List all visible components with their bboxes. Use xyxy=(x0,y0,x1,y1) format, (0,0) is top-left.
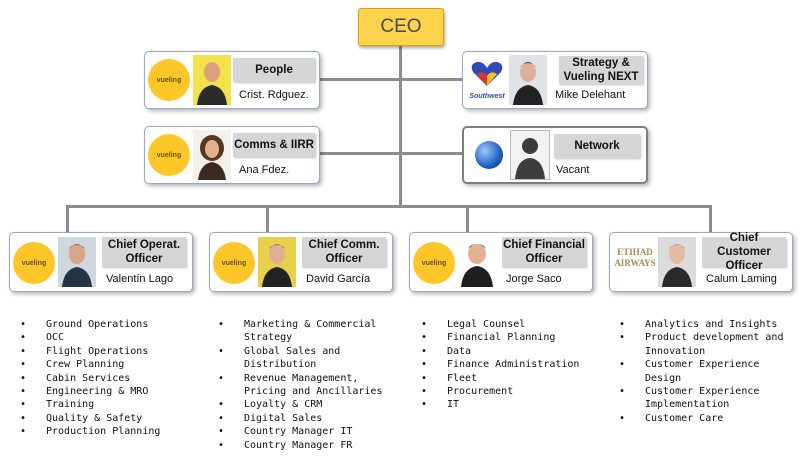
vueling-logo: vueling xyxy=(148,134,190,176)
responsibility-item: Training xyxy=(20,398,190,412)
card-cxo: ETIHAD AIRWAYS Chief Customer Officer Ca… xyxy=(609,232,793,292)
connector-ceo-vertical xyxy=(399,44,402,207)
card-title: Comms & IIRR xyxy=(233,133,315,157)
connector-strategy xyxy=(401,78,462,81)
card-title: Chief Operat. Officer xyxy=(102,237,186,267)
coo-responsibilities: Ground OperationsOCCFlight OperationsCre… xyxy=(20,318,190,439)
person-name: Calum Laming xyxy=(706,273,777,285)
responsibility-item: Product development and Innovation xyxy=(619,331,797,358)
card-cco: vueling Chief Comm. Officer David García xyxy=(209,232,393,292)
card-network: Network Vacant xyxy=(462,126,648,184)
card-coo: vueling Chief Operat. Officer Valentín L… xyxy=(9,232,193,292)
responsibility-item: Customer Experience Implementation xyxy=(619,385,797,412)
globe-icon xyxy=(475,141,503,169)
vueling-logo: vueling xyxy=(148,59,190,101)
responsibility-item: Customer Experience Design xyxy=(619,358,797,385)
person-name: David García xyxy=(306,273,371,285)
cco-responsibilities: Marketing & Commercial StrategyGlobal Sa… xyxy=(218,318,388,452)
responsibility-item: OCC xyxy=(20,331,190,345)
card-people: vueling People Crist. Rdguez. xyxy=(144,51,320,109)
card-title: Network xyxy=(554,134,640,158)
responsibility-item: IT xyxy=(421,398,591,412)
person-photo xyxy=(193,55,231,105)
responsibility-item: Digital Sales xyxy=(218,412,388,426)
vueling-logo: vueling xyxy=(413,242,455,284)
responsibility-item: Production Planning xyxy=(20,425,190,439)
responsibility-item: Crew Planning xyxy=(20,358,190,372)
responsibility-item: Quality & Safety xyxy=(20,412,190,426)
connector-network xyxy=(401,152,462,155)
connector-cfo xyxy=(466,205,469,232)
cxo-responsibilities: Analytics and InsightsProduct developmen… xyxy=(619,318,797,426)
responsibility-item: Global Sales and Distribution xyxy=(218,345,388,372)
card-title: People xyxy=(233,58,315,82)
responsibility-item: Legal Counsel xyxy=(421,318,591,332)
card-title: Chief Comm. Officer xyxy=(302,237,386,267)
southwest-wordmark: Southwest xyxy=(469,93,505,100)
person-photo xyxy=(193,130,231,180)
person-photo xyxy=(509,55,547,105)
vueling-logo: vueling xyxy=(13,242,55,284)
responsibility-item: Fleet xyxy=(421,372,591,386)
responsibility-item: Procurement xyxy=(421,385,591,399)
connector-horizontal-bus xyxy=(66,205,712,208)
ceo-box: CEO xyxy=(358,8,444,46)
person-name: Jorge Saco xyxy=(506,273,562,285)
card-strategy: Southwest Strategy & Vueling NEXT Mike D… xyxy=(462,51,648,109)
connector-cxo xyxy=(709,205,712,232)
responsibility-item: Ground Operations xyxy=(20,318,190,332)
person-name: Ana Fdez. xyxy=(239,164,290,176)
responsibility-item: Finance Administration xyxy=(421,358,591,372)
person-photo xyxy=(258,237,296,287)
card-title: Chief Customer Officer xyxy=(702,232,786,272)
person-photo xyxy=(58,237,96,287)
person-photo xyxy=(458,237,496,287)
cfo-responsibilities: Legal CounselFinancial PlanningDataFinan… xyxy=(421,318,591,412)
card-title: Strategy & Vueling NEXT xyxy=(559,56,643,84)
responsibility-item: Analytics and Insights xyxy=(619,318,797,332)
person-name: Crist. Rdguez. xyxy=(239,89,309,101)
responsibility-item: Financial Planning xyxy=(421,331,591,345)
responsibility-item: Revenue Management, Pricing and Ancillar… xyxy=(218,372,388,399)
person-name: Mike Delehant xyxy=(555,89,626,101)
vacant-silhouette-icon xyxy=(510,130,550,180)
responsibility-item: Data xyxy=(421,345,591,359)
etihad-logo: ETIHAD AIRWAYS xyxy=(613,247,657,277)
connector-coo xyxy=(66,205,69,232)
connector-people xyxy=(318,78,400,81)
card-title: Chief Financial Officer xyxy=(502,237,586,267)
responsibility-item: Loyalty & CRM xyxy=(218,398,388,412)
responsibility-item: Cabin Services xyxy=(20,372,190,386)
responsibility-item: Engineering & MRO xyxy=(20,385,190,399)
card-cfo: vueling Chief Financial Officer Jorge Sa… xyxy=(409,232,593,292)
person-name: Vacant xyxy=(556,164,590,176)
connector-cco xyxy=(266,205,269,232)
southwest-logo: Southwest xyxy=(467,58,507,102)
responsibility-item: Country Manager FR xyxy=(218,439,388,453)
responsibility-item: Customer Care xyxy=(619,412,797,426)
person-name: Valentín Lago xyxy=(106,273,174,285)
vueling-logo: vueling xyxy=(213,242,255,284)
card-comms: vueling Comms & IIRR Ana Fdez. xyxy=(144,126,320,184)
responsibility-item: Flight Operations xyxy=(20,345,190,359)
etihad-wordmark: ETIHAD AIRWAYS xyxy=(614,247,656,268)
person-photo xyxy=(658,237,696,287)
responsibility-item: Country Manager IT xyxy=(218,425,388,439)
connector-comms xyxy=(318,152,400,155)
responsibility-item: Marketing & Commercial Strategy xyxy=(218,318,388,345)
